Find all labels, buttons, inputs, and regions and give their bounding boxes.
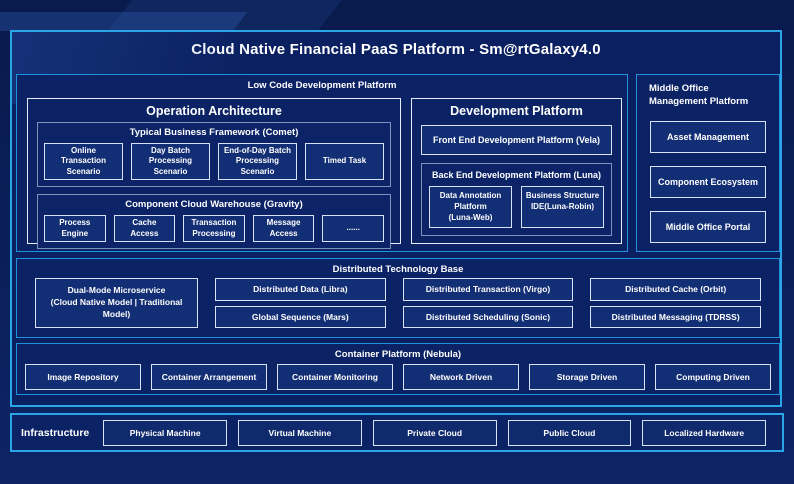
node-sublabel: (Luna-Web) — [448, 212, 493, 222]
section-low-code-label: Low Code Development Platform — [247, 80, 397, 91]
node-label: Dual-Mode Microservice — [67, 285, 166, 296]
back-end-platform-items: Data Annotation Platform (Luna-Web) Busi… — [429, 186, 604, 229]
component-cloud-warehouse-title: Component Cloud Warehouse (Gravity) — [125, 199, 303, 211]
node-global-sequence-mars: Global Sequence (Mars) — [215, 305, 386, 328]
infrastructure-items: Physical Machine Virtual Machine Private… — [103, 419, 782, 446]
node-dual-mode-microservice: Dual-Mode Microservice (Cloud Native Mod… — [35, 278, 198, 328]
node-data-annotation-platform: Data Annotation Platform (Luna-Web) — [429, 186, 512, 229]
container-platform-title: Container Platform (Nebula) — [334, 349, 462, 360]
node-process-engine: Process Engine — [44, 215, 106, 242]
box-component-cloud-warehouse: Component Cloud Warehouse (Gravity) Proc… — [37, 194, 391, 249]
node-localized-hardware: Localized Hardware — [642, 419, 767, 446]
section-distributed-technology-base: Distributed Technology Base Dual-Mode Mi… — [16, 258, 780, 338]
typical-business-framework-title: Typical Business Framework (Comet) — [129, 127, 299, 138]
box-back-end-development-platform-luna: Back End Development Platform (Luna) Dat… — [421, 163, 612, 237]
node-private-cloud: Private Cloud — [372, 419, 497, 446]
node-label: Data Annotation Platform — [439, 191, 502, 211]
node-container-arrangement: Container Arrangement — [151, 364, 267, 390]
node-virtual-machine: Virtual Machine — [238, 419, 362, 446]
middle-office-items: Asset Management Component Ecosystem Mid… — [637, 109, 779, 243]
typical-business-framework-items: Online Transaction Scenario Day Batch Pr… — [44, 143, 384, 181]
node-timed-task: Timed Task — [305, 143, 384, 181]
node-label: Business Structure — [525, 191, 600, 200]
node-computing-driven: Computing Driven — [655, 364, 771, 390]
node-physical-machine: Physical Machine — [103, 419, 228, 446]
node-distributed-data-libra: Distributed Data (Libra) — [215, 278, 386, 301]
node-ellipsis: ...... — [322, 215, 384, 242]
distributed-technology-base-title: Distributed Technology Base — [332, 264, 464, 275]
node-container-monitoring: Container Monitoring — [277, 364, 393, 390]
node-front-end-development-platform-vela: Front End Development Platform (Vela) — [421, 125, 612, 155]
box-operation-architecture: Operation Architecture Typical Business … — [27, 98, 401, 249]
node-sublabel: (Cloud Native Model | Traditional Model) — [50, 297, 183, 319]
distributed-technology-grid: Distributed Data (Libra) Distributed Tra… — [215, 278, 761, 328]
operation-architecture-title: Operation Architecture — [146, 104, 282, 118]
box-development-platform: Development Platform Front End Developme… — [411, 98, 622, 244]
node-online-transaction-scenario: Online Transaction Scenario — [44, 143, 123, 181]
node-end-of-day-batch-processing-scenario: End-of-Day Batch Processing Scenario — [218, 143, 297, 181]
distributed-technology-base-body: Dual-Mode Microservice (Cloud Native Mod… — [17, 275, 779, 328]
node-public-cloud: Public Cloud — [507, 419, 632, 446]
infrastructure-label: Infrastructure — [21, 426, 90, 439]
node-asset-management: Asset Management — [650, 120, 766, 153]
node-distributed-scheduling-sonic: Distributed Scheduling (Sonic) — [402, 305, 574, 328]
node-sublabel: IDE(Luna-Robin) — [530, 201, 595, 211]
development-platform-title: Development Platform — [450, 104, 583, 118]
node-message-access: Message Access — [252, 215, 315, 242]
node-distributed-transaction-virgo: Distributed Transaction (Virgo) — [402, 278, 574, 301]
container-platform-items: Image Repository Container Arrangement C… — [17, 360, 779, 390]
box-typical-business-framework: Typical Business Framework (Comet) Onlin… — [37, 122, 391, 188]
section-low-code-development-platform: Low Code Development Platform Operation … — [16, 74, 628, 252]
page-title: Cloud Native Financial PaaS Platform - S… — [191, 41, 601, 58]
node-day-batch-processing-scenario: Day Batch Processing Scenario — [131, 143, 210, 181]
node-transaction-processing: Transaction Processing — [183, 215, 245, 242]
section-infrastructure: Infrastructure Physical Machine Virtual … — [10, 413, 784, 452]
middle-office-title: Middle Office Management Platform — [649, 83, 749, 107]
node-middle-office-portal: Middle Office Portal — [650, 210, 766, 243]
section-middle-office-management-platform: Middle Office Management Platform Asset … — [636, 74, 780, 252]
node-component-ecosystem: Component Ecosystem — [650, 165, 766, 198]
node-storage-driven: Storage Driven — [529, 364, 645, 390]
section-container-platform-nebula: Container Platform (Nebula) Image Reposi… — [16, 343, 780, 395]
node-distributed-cache-orbit: Distributed Cache (Orbit) — [590, 278, 761, 301]
node-distributed-messaging-tdrss: Distributed Messaging (TDRSS) — [590, 305, 761, 328]
node-image-repository: Image Repository — [25, 364, 141, 390]
back-end-platform-title: Back End Development Platform (Luna) — [431, 170, 602, 180]
component-cloud-warehouse-items: Process Engine Cache Access Transaction … — [44, 215, 384, 242]
node-cache-access: Cache Access — [113, 215, 176, 242]
node-business-structure-ide: Business Structure IDE(Luna-Robin) — [521, 186, 604, 229]
platform-diagram: Cloud Native Financial PaaS Platform - S… — [10, 30, 782, 407]
node-network-driven: Network Driven — [403, 364, 519, 390]
decorative-streak — [107, 0, 343, 31]
